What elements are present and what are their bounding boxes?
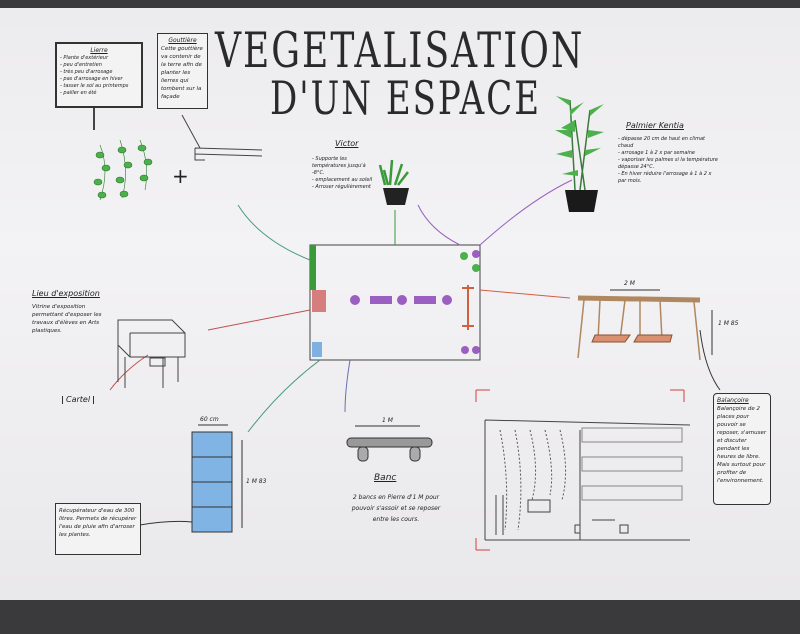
ivy-plant-icon [93, 139, 153, 201]
green-wall-drawing [475, 389, 691, 551]
swing-width-label: 2 M [624, 280, 635, 287]
palmier-description: - dépasse 20 cm de haut en climat chaud … [618, 136, 718, 185]
lierre-item: - peu d'entretien [60, 62, 102, 68]
victor-item: - emplacement au soleil [312, 177, 373, 183]
balancoire-title: Balançoire [717, 397, 749, 404]
balancoire-tag: Balançoire Balançoire de 2 places pour p… [713, 393, 771, 505]
victor-title: Victor [335, 139, 359, 148]
victor-plant-icon [378, 159, 409, 205]
victor-item: - Supporte les températures jusqu'à -8°C… [312, 156, 366, 176]
balancoire-text: Balançoire de 2 places pour pouvoir se r… [717, 406, 767, 484]
palmier-item: - vaporiser les palmes si la température… [618, 157, 719, 170]
swing-height-label: 1 M 85 [718, 320, 739, 327]
display-case-drawing [117, 319, 186, 388]
gutter-drawing [181, 114, 263, 161]
cartel-label: Cartel [62, 396, 95, 404]
victor-item: - Arroser régulièrement [312, 184, 371, 190]
tank-width-label: 60 cm [200, 416, 219, 423]
lierre-item: - pailler en été [60, 90, 97, 96]
lierre-item: - très peu d'arrosage [60, 69, 113, 75]
lierre-item: - tasser le sol au printemps [60, 83, 129, 89]
recuperateur-text: Récupérateur d'eau de 300 litres. Permet… [59, 508, 137, 538]
exposition-text: Vitrine d'exposition permettant d'expose… [32, 304, 102, 334]
gouttiere-title: Gouttière [168, 37, 197, 44]
banc-title: Banc [374, 473, 397, 483]
exposition-title: Lieu d'exposition [32, 289, 100, 298]
connection-arrows [109, 179, 573, 433]
poster-title-line1: VEGETALISATION [215, 24, 585, 80]
plus-sign: + [172, 164, 189, 188]
poster-title-line2: D'UN ESPACE [270, 72, 542, 126]
palmier-item: - arrosage 1 à 2 x par semaine [618, 150, 696, 156]
swing-drawing [577, 289, 713, 361]
lierre-sign: Lierre - Plante d'extérieur - peu d'entr… [55, 42, 143, 108]
tank-height-label: 1 M 83 [246, 478, 267, 485]
palm-plant-icon [555, 96, 604, 212]
gouttiere-text: Cette gouttière va contenir de la terre … [161, 46, 203, 100]
gouttiere-sign: Gouttière Cette gouttière va contenir de… [157, 33, 208, 109]
lierre-item: - pas d'arrosage en hiver [60, 76, 123, 82]
victor-description: - Supporte les températures jusqu'à -8°C… [312, 156, 374, 191]
bench-width-label: 1 M [382, 417, 393, 424]
palmier-item: - En hiver réduire l'arrosage à 1 à 2 x … [618, 171, 712, 184]
site-plan [309, 244, 481, 361]
recuperateur-tag: Récupérateur d'eau de 300 litres. Permet… [55, 503, 141, 555]
palmier-item: - dépasse 20 cm de haut en climat chaud [618, 136, 705, 149]
palmier-title: Palmier Kentia [626, 121, 684, 130]
lierre-item: - Plante d'extérieur [60, 55, 109, 61]
banc-text: 2 bancs en Pierre d'1 M pour pouvoir s'a… [351, 494, 441, 523]
bench-drawing [346, 425, 433, 462]
lierre-title: Lierre [90, 47, 108, 54]
water-tank-drawing [139, 424, 243, 533]
